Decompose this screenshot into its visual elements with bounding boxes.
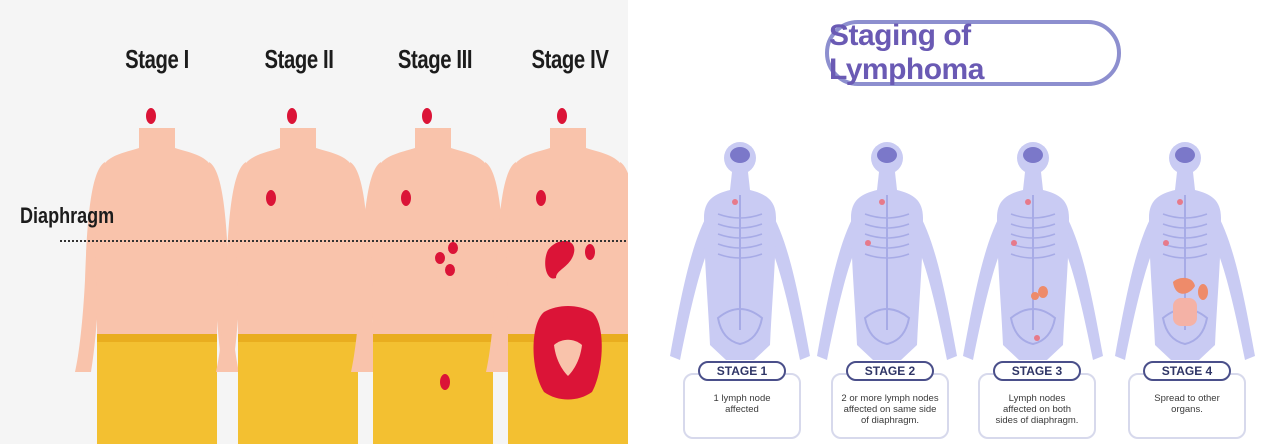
waistband-shape	[373, 334, 493, 342]
armpit-lymph-node	[266, 190, 276, 206]
stage-4-tag: STAGE 4	[1143, 361, 1231, 381]
diagram-title: Staging of Lymphoma	[829, 19, 1117, 87]
brain-icon	[730, 147, 750, 163]
neck-lymph-node	[1177, 199, 1183, 205]
torso-figure	[75, 108, 239, 444]
stage-1-tag: STAGE 1	[698, 361, 786, 381]
intestine-icon	[1173, 298, 1197, 326]
stage-3-description: Lymph nodes affected on both sides of di…	[984, 393, 1090, 426]
stage-3-desc-line: Lymph nodes	[984, 393, 1090, 404]
chest-lymph-node	[865, 240, 871, 246]
lavender-figure	[1115, 142, 1255, 360]
shorts-shape	[238, 334, 358, 444]
abdominal-lymph-node	[435, 252, 445, 264]
lavender-figure	[670, 142, 810, 360]
brain-icon	[1023, 147, 1043, 163]
neck-lymph-node	[557, 108, 567, 124]
stage-iv-heading: Stage IV	[523, 44, 617, 75]
stage-4-desc-line: organs.	[1134, 404, 1240, 415]
armpit-lymph-node	[401, 190, 411, 206]
stage-3-desc-line: sides of diaphragm.	[984, 415, 1090, 426]
groin-lymph-node	[1034, 335, 1040, 341]
groin-lymph-node	[440, 374, 450, 390]
torso-figure	[216, 108, 380, 444]
shorts-shape	[97, 334, 217, 444]
neck-lymph-node	[732, 199, 738, 205]
stage-2-desc-line: 2 or more lymph nodes	[837, 393, 943, 404]
stage-i-heading: Stage I	[110, 44, 204, 75]
title-pill: Staging of Lymphoma	[825, 20, 1121, 86]
abdominal-lymph-node	[445, 264, 455, 276]
neck-lymph-node	[287, 108, 297, 124]
stage-2-desc-line: affected on same side	[837, 404, 943, 415]
stage-ii-heading: Stage II	[252, 44, 346, 75]
left-staging-diagram: Stage I Stage II Stage III Stage IV Diap…	[0, 0, 628, 444]
diaphragm-line	[60, 240, 626, 242]
neck-lymph-node	[146, 108, 156, 124]
brain-icon	[877, 147, 897, 163]
armpit-lymph-node	[536, 190, 546, 206]
stage-iii-heading: Stage III	[388, 44, 482, 75]
spleen-icon	[1198, 284, 1208, 300]
diaphragm-label: Diaphragm	[20, 203, 114, 229]
neck-lymph-node	[422, 108, 432, 124]
stage-4-description: Spread to other organs.	[1134, 393, 1240, 415]
stage-2-tag: STAGE 2	[846, 361, 934, 381]
neck-lymph-node	[1025, 199, 1031, 205]
chest-lymph-node	[1011, 240, 1017, 246]
stage-1-desc-line: 1 lymph node	[689, 393, 795, 404]
waistband-shape	[97, 334, 217, 342]
abdominal-lymph-node	[448, 242, 458, 254]
stage-1-description-box: 1 lymph node affected	[683, 373, 801, 439]
waistband-shape	[238, 334, 358, 342]
lavender-figure	[817, 142, 957, 360]
abdominal-lymph-node	[585, 244, 595, 260]
abdominal-lymph-node	[1038, 286, 1048, 298]
abdominal-lymph-node	[1031, 292, 1039, 300]
stage-3-description-box: Lymph nodes affected on both sides of di…	[978, 373, 1096, 439]
stage-2-description-box: 2 or more lymph nodes affected on same s…	[831, 373, 949, 439]
torso-figure	[351, 108, 515, 444]
neck-lymph-node	[879, 199, 885, 205]
stage-1-description: 1 lymph node affected	[689, 393, 795, 415]
stage-1-desc-line: affected	[689, 404, 795, 415]
right-staging-diagram: Staging of Lymphoma 1 lymph node affecte…	[628, 0, 1263, 444]
shorts-shape	[373, 334, 493, 444]
chest-lymph-node	[1163, 240, 1169, 246]
stage-2-description: 2 or more lymph nodes affected on same s…	[837, 393, 943, 426]
stage-3-tag: STAGE 3	[993, 361, 1081, 381]
brain-icon	[1175, 147, 1195, 163]
stage-4-description-box: Spread to other organs.	[1128, 373, 1246, 439]
torso-figure	[486, 108, 628, 444]
stage-3-desc-line: affected on both	[984, 404, 1090, 415]
stage-4-desc-line: Spread to other	[1134, 393, 1240, 404]
lavender-figure	[963, 142, 1103, 360]
stage-2-desc-line: of diaphragm.	[837, 415, 943, 426]
